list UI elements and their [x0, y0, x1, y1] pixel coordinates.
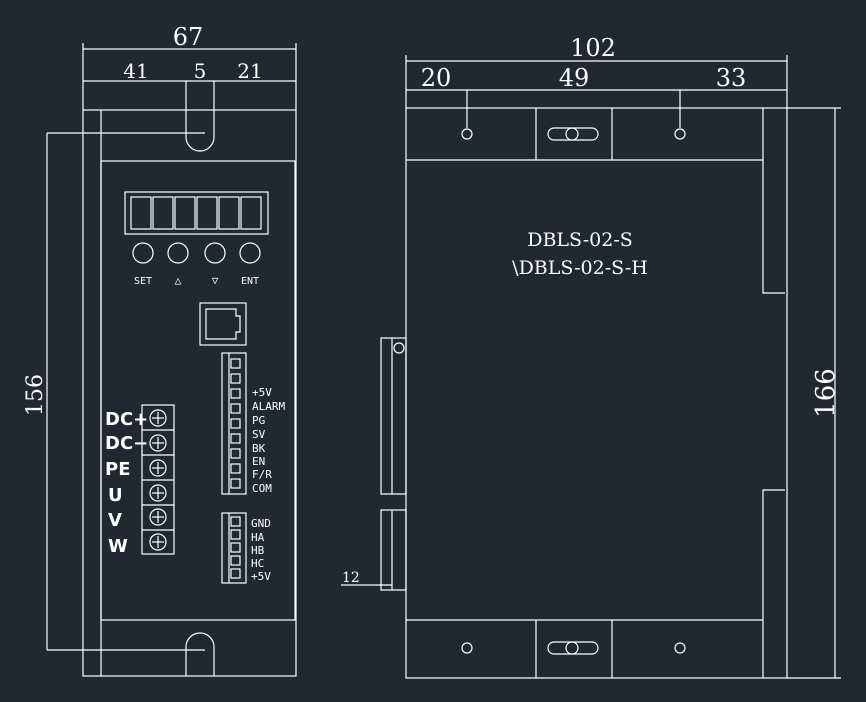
side-hall-connector: [380, 509, 407, 591]
signal-connector: [221, 352, 247, 495]
signal-terminal-label: BK: [252, 442, 266, 455]
signal-terminal-label: F/R: [252, 468, 272, 481]
signal-connector-pins: [230, 358, 241, 489]
hall-terminal-label: +5V: [251, 570, 271, 583]
up-button-label: △: [175, 274, 182, 287]
display-digit: [218, 196, 240, 230]
side-connector-screw: [393, 342, 405, 354]
power-terminal-label: DC+: [105, 409, 148, 430]
set-button[interactable]: [132, 242, 154, 264]
dim-left-label: 41: [123, 59, 148, 83]
side-dim-middle-label: 49: [559, 64, 590, 92]
up-button[interactable]: [167, 242, 189, 264]
down-button[interactable]: [204, 242, 226, 264]
bottom-bracket: [461, 620, 686, 678]
front-view: [46, 43, 297, 677]
hall-terminal-label: HA: [251, 531, 265, 544]
power-terminal-label: W: [108, 536, 128, 557]
display-digit: [130, 196, 152, 230]
set-button-label: SET: [134, 276, 152, 287]
hall-terminal-label: HB: [251, 544, 265, 557]
hall-terminal-label: GND: [251, 517, 271, 530]
top-mounting-slot: [185, 81, 215, 152]
display-digit: [152, 196, 174, 230]
bottom-mounting-slot: [185, 632, 215, 676]
dim-overall-width-label: 67: [173, 23, 204, 51]
display-digit: [174, 196, 196, 230]
side-dim-right-label: 33: [716, 64, 747, 92]
signal-terminal-label: EN: [252, 455, 265, 468]
side-dim-left-label: 20: [421, 64, 452, 92]
dim-right-label: 21: [237, 59, 262, 83]
rj45-socket: [205, 308, 241, 340]
model-name-line1: DBLS-02-S: [527, 229, 633, 251]
power-terminal-label: U: [108, 485, 123, 506]
top-bracket: [461, 108, 686, 160]
side-dim-height-label: 166: [811, 368, 841, 418]
side-heatsink-profile: [762, 108, 785, 294]
side-heatsink-profile-lower: [762, 489, 785, 678]
signal-terminal-label: +5V: [252, 386, 272, 399]
front-housing-outline: [82, 109, 297, 677]
signal-terminal-label: ALARM: [252, 400, 285, 413]
hall-terminal-label: HC: [251, 557, 264, 570]
dim-height-label: 156: [23, 374, 48, 416]
side-dim-terminal-offset-label: 12: [342, 570, 360, 586]
signal-terminal-label: PG: [252, 414, 265, 427]
ent-button-label: ENT: [241, 276, 259, 287]
signal-terminal-label: SV: [252, 428, 266, 441]
side-signal-connector: [380, 337, 407, 495]
down-button-label: ▽: [212, 274, 219, 287]
display-window: [124, 191, 269, 235]
power-terminal-label: V: [108, 510, 122, 531]
power-terminal-screws: [142, 409, 174, 551]
dim-slot-label: 5: [194, 59, 207, 83]
side-body-outline: [405, 107, 788, 679]
power-terminal-label: PE: [105, 459, 131, 480]
display-digit: [196, 196, 218, 230]
rj45-port: [199, 302, 247, 346]
hall-connector-pins: [230, 516, 241, 579]
signal-terminal-label: COM: [252, 482, 272, 495]
ent-button[interactable]: [239, 242, 261, 264]
power-terminal-label: DC−: [105, 433, 148, 454]
hall-connector: [221, 512, 247, 584]
display-digit: [240, 196, 262, 230]
side-dim-overall-width-label: 102: [570, 34, 616, 62]
model-name-line2: \DBLS-02-S-H: [512, 257, 648, 279]
side-view: [341, 55, 841, 679]
